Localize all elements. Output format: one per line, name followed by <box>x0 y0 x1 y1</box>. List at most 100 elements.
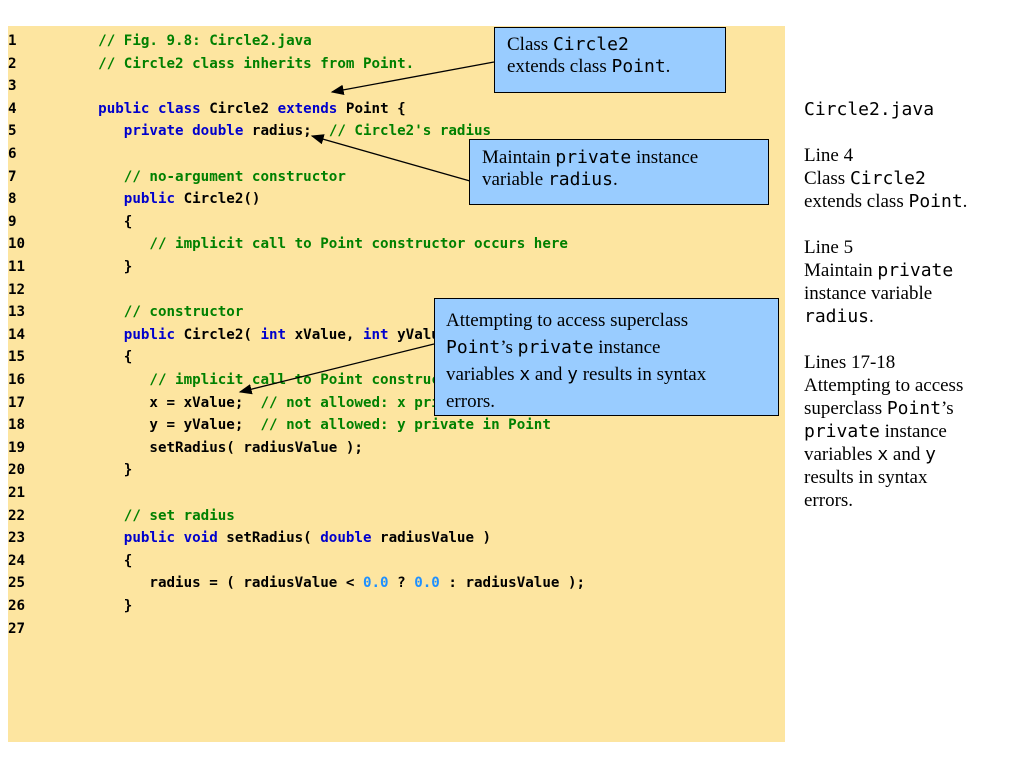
code-token: : radiusValue ); <box>439 575 586 592</box>
note-lines-17-18: Lines 17-18 Attempting to access supercl… <box>804 352 964 511</box>
code-text: public class Circle2 extends Point { <box>64 98 406 120</box>
code-token: // implicit call to Point constructor oc… <box>149 236 568 253</box>
line-number: 25 <box>8 575 26 592</box>
code-token: double <box>192 123 244 140</box>
code-token: radius; <box>243 123 329 140</box>
line-number: 12 <box>8 281 26 298</box>
line-number: 22 <box>8 507 26 524</box>
code-text: } <box>64 256 133 278</box>
line-number: 15 <box>8 349 26 366</box>
code-text: // Fig. 9.8: Circle2.java <box>64 30 312 52</box>
code-token: setRadius( radiusValue ); <box>64 439 363 456</box>
code-token: extends <box>277 100 338 117</box>
code-token: // Circle2's radius <box>328 123 492 140</box>
code-token: // Circle2 class inherits from Point. <box>98 55 415 72</box>
callout-private-radius: Maintain private instance variable radiu… <box>469 139 769 205</box>
code-token: private <box>123 123 184 140</box>
code-token: double <box>320 530 372 547</box>
sidebar-notes: Circle2.java Line 4 Class Circle2 extend… <box>804 98 1019 535</box>
code-token: radiusValue ) <box>371 530 492 547</box>
arrow-to-class-declaration <box>330 61 495 95</box>
code-text: private double radius; // Circle2's radi… <box>64 120 491 142</box>
code-token: Circle2() <box>175 191 261 208</box>
code-token: class <box>157 100 201 117</box>
code-token: { <box>64 552 133 569</box>
code-text: { <box>64 550 133 572</box>
code-token: } <box>64 462 133 479</box>
line-number: 20 <box>8 462 26 479</box>
line-number: 8 <box>8 191 17 208</box>
code-token: public <box>123 191 176 208</box>
code-text: // Circle2 class inherits from Point. <box>64 53 414 75</box>
line-number: 18 <box>8 417 26 434</box>
line-number: 17 <box>8 394 26 411</box>
code-token: // constructor <box>123 304 244 321</box>
line-number: 1 <box>8 33 17 49</box>
code-text: { <box>64 346 133 368</box>
line-number: 11 <box>8 259 26 275</box>
sidebar-filename: Circle2.java <box>804 98 1019 121</box>
line-number: 21 <box>8 485 26 501</box>
code-token: // set radius <box>123 507 235 524</box>
code-text: // set radius <box>64 505 235 527</box>
line-number: 9 <box>8 213 17 230</box>
code-text: setRadius( radiusValue ); <box>64 437 363 459</box>
code-token: radius = ( radiusValue < <box>64 575 363 592</box>
line-number: 16 <box>8 372 26 388</box>
line-number: 3 <box>8 78 17 95</box>
code-text: } <box>64 459 133 481</box>
line-number: 23 <box>8 530 26 547</box>
line-number: 2 <box>8 55 17 72</box>
line-number: 26 <box>8 598 26 614</box>
code-text: public void setRadius( double radiusValu… <box>64 527 491 549</box>
code-text: y = yValue; // not allowed: y private in… <box>64 414 551 436</box>
code-text: // implicit call to Point constructor oc… <box>64 233 568 255</box>
line-number: 14 <box>8 326 26 343</box>
code-token: x = xValue; <box>64 394 261 411</box>
code-token: { <box>64 213 133 230</box>
line-number: 24 <box>8 552 26 569</box>
code-text: { <box>64 211 133 233</box>
line-number: 4 <box>8 100 17 117</box>
code-token: { <box>64 349 133 366</box>
code-token: xValue, <box>286 326 363 343</box>
line-number: 10 <box>8 236 26 253</box>
code-token: // no-argument constructor <box>123 168 346 185</box>
code-token: // not allowed: y private in Point <box>260 417 551 434</box>
callout-private-access-error: Attempting to access superclass Point’s … <box>434 298 779 416</box>
note-line-4: Line 4 Class Circle2 extends class Point… <box>804 145 968 212</box>
code-token: 0.0 <box>362 575 389 592</box>
code-token: } <box>64 259 133 275</box>
callout-class-extends: Class Circle2 extends class Point. <box>494 27 726 93</box>
arrow-to-radius-field <box>310 134 471 182</box>
code-token: ? <box>388 575 415 592</box>
code-token: public <box>123 530 176 547</box>
line-number: 27 <box>8 620 26 637</box>
code-text: // no-argument constructor <box>64 166 346 188</box>
code-token: // Fig. 9.8: Circle2.java <box>98 33 312 49</box>
line-number: 6 <box>8 146 17 162</box>
code-text: // constructor <box>64 301 244 323</box>
code-token: void <box>183 530 218 547</box>
code-token: public <box>98 100 150 117</box>
code-token: } <box>64 598 133 614</box>
arrow-to-x-assignment <box>238 343 435 395</box>
filename-label: Circle2.java <box>804 99 935 120</box>
code-token: Circle2 <box>200 100 278 117</box>
line-number: 5 <box>8 123 17 140</box>
code-token: Point { <box>337 100 406 117</box>
line-number: 13 <box>8 304 26 321</box>
code-token: int <box>362 326 389 343</box>
code-token: setRadius( <box>217 530 321 547</box>
code-text: radius = ( radiusValue < 0.0 ? 0.0 : rad… <box>64 572 585 594</box>
code-token: y = yValue; <box>64 417 261 434</box>
code-token: 0.0 <box>414 575 440 592</box>
code-text: } <box>64 595 133 617</box>
code-token: public <box>123 326 176 343</box>
line-number: 7 <box>8 168 17 185</box>
note-line-5: Line 5 Maintain private instance variabl… <box>804 237 954 327</box>
code-token: int <box>260 326 287 343</box>
code-token: Circle2( <box>175 326 261 343</box>
line-number: 19 <box>8 439 26 456</box>
